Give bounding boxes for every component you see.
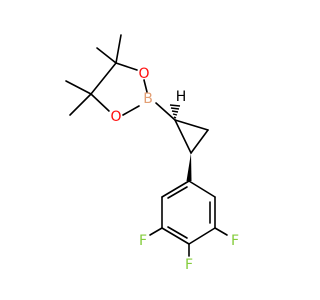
bond-c-f-left: [149, 227, 163, 236]
bond-ar-6: [161, 180, 190, 198]
bond-c-o-top: [115, 62, 138, 71]
bond-ar-3: [188, 227, 216, 245]
hydrogen-label: H: [176, 89, 187, 105]
fluorine-bottom-label: F: [185, 257, 193, 273]
oxygen-top-label: O: [138, 66, 149, 82]
bond-methyl-1: [96, 47, 117, 64]
molecule-svg: O O B H F F F: [65, 34, 239, 273]
hashed-wedge-h: [169, 104, 181, 119]
bond-ar-double-2: [167, 226, 188, 239]
bond-o-b-top: [143, 79, 148, 93]
solid-wedge-aryl: [186, 153, 192, 181]
bond-cyclopropane-2: [174, 119, 192, 154]
bond-ar-double-3: [167, 186, 188, 199]
boron-label: B: [143, 91, 153, 107]
bond-o-b-bottom: [122, 105, 140, 116]
fluorine-right-label: F: [231, 233, 239, 249]
bond-ar-1: [188, 180, 216, 198]
bond-b-c: [155, 102, 176, 121]
bond-c-f-right: [214, 227, 228, 236]
bond-ar-4: [161, 227, 190, 245]
oxygen-bottom-label: O: [110, 109, 121, 125]
bond-methyl-3: [65, 80, 92, 95]
molecule-structure-diagram: O O B H F F F: [65, 34, 239, 273]
bond-c-c-ring: [90, 62, 117, 95]
fluorine-left-label: F: [139, 233, 147, 249]
bond-c-o-bottom: [90, 93, 110, 112]
bond-methyl-2: [115, 34, 122, 64]
bond-methyl-4: [69, 93, 92, 116]
bond-cyclopropane-3: [190, 129, 209, 154]
bond-cyclopropane-1: [174, 119, 209, 131]
